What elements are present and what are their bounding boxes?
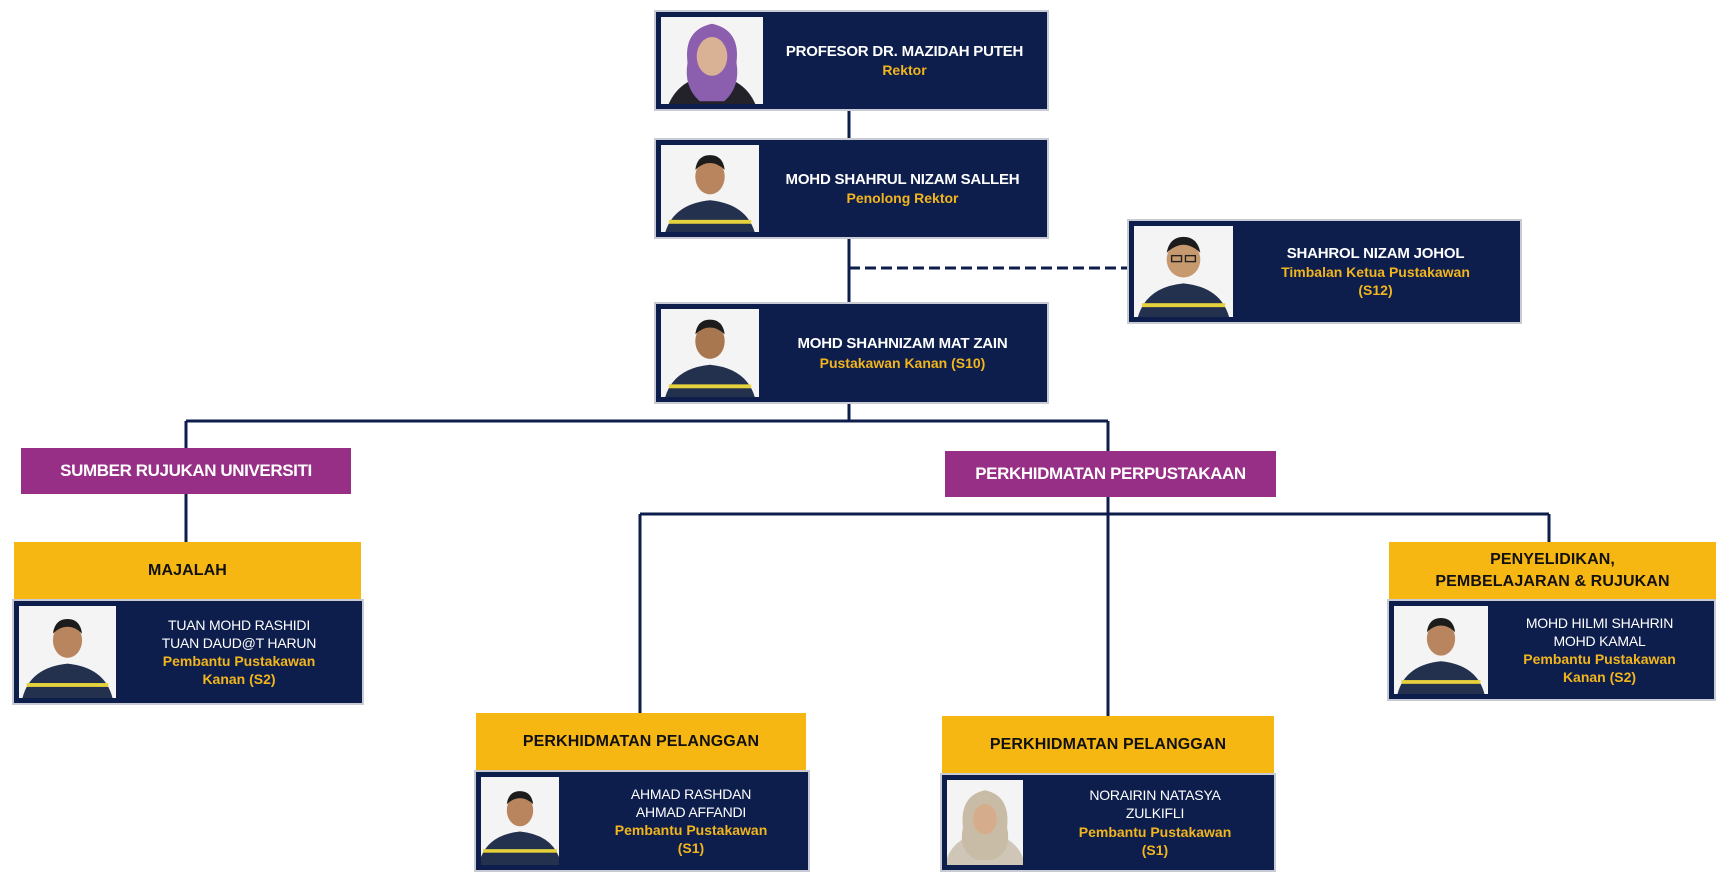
person-name-line-1: NORAIRIN NATASYA bbox=[1089, 787, 1221, 804]
section-majalah: MAJALAH bbox=[14, 542, 361, 599]
person-name-line-1: AHMAD RASHDAN bbox=[630, 785, 752, 802]
person-role: Pembantu Pustakawan bbox=[162, 653, 316, 669]
card-penyelidikan-staff: MOHD HILMI SHAHRIN MOHD KAMAL Pembantu P… bbox=[1387, 599, 1716, 701]
card-rektor: PROFESOR DR. MAZIDAH PUTEH Rektor bbox=[654, 10, 1049, 111]
person-photo bbox=[1134, 226, 1233, 317]
card-timbalan-ketua-pustakawan: SHAHROL NIZAM JOHOL Timbalan Ketua Pusta… bbox=[1127, 219, 1522, 324]
person-role: Pembantu Pustakawan bbox=[614, 822, 768, 838]
card-pustakawan-kanan: MOHD SHAHNIZAM MAT ZAIN Pustakawan Kanan… bbox=[654, 302, 1049, 404]
person-name-line-2: ZULKIFLI bbox=[1125, 805, 1185, 822]
person-name: MOHD SHAHNIZAM MAT ZAIN bbox=[797, 335, 1008, 353]
card-pelanggan-staff-1: AHMAD RASHDAN AHMAD AFFANDI Pembantu Pus… bbox=[474, 770, 810, 872]
person-photo-hijab bbox=[661, 17, 763, 104]
person-photo bbox=[1394, 606, 1488, 694]
person-role: Penolong Rektor bbox=[846, 190, 959, 207]
person-name-line-2: AHMAD AFFANDI bbox=[635, 803, 747, 820]
person-role: Pustakawan Kanan (S10) bbox=[819, 354, 986, 371]
card-majalah-staff: TUAN MOHD RASHIDI TUAN DAUD@T HARUN Pemb… bbox=[12, 599, 364, 705]
section-title-line-2: PEMBELAJARAN & RUJUKAN bbox=[1435, 572, 1670, 590]
person-role: Pembantu Pustakawan bbox=[1078, 823, 1232, 840]
section-perkhidmatan-pelanggan-2: PERKHIDMATAN PELANGGAN bbox=[942, 716, 1274, 773]
person-grade: Kanan (S2) bbox=[202, 671, 276, 688]
person-role: Rektor bbox=[882, 62, 927, 79]
person-name-line-2: TUAN DAUD@T HARUN bbox=[161, 634, 317, 651]
person-name: SHAHROL NIZAM JOHOL bbox=[1286, 244, 1465, 262]
person-name: PROFESOR DR. MAZIDAH PUTEH bbox=[785, 42, 1024, 60]
person-grade: (S1) bbox=[1141, 841, 1169, 858]
person-grade: (S1) bbox=[677, 840, 705, 857]
section-penyelidikan-pembelajaran-rujukan: PENYELIDIKAN, PEMBELAJARAN & RUJUKAN bbox=[1389, 542, 1716, 599]
person-photo-hijab bbox=[947, 780, 1023, 865]
person-photo bbox=[661, 309, 759, 397]
person-photo bbox=[661, 145, 759, 232]
person-name-line-1: MOHD HILMI SHAHRIN bbox=[1525, 614, 1674, 631]
unit-sumber-rujukan-universiti: SUMBER RUJUKAN UNIVERSITI bbox=[21, 448, 351, 494]
person-grade: Kanan (S2) bbox=[1562, 669, 1637, 686]
person-role: Pembantu Pustakawan bbox=[1523, 651, 1676, 667]
person-photo bbox=[19, 606, 116, 698]
person-name: MOHD SHAHRUL NIZAM SALLEH bbox=[785, 170, 1020, 188]
person-name-line-1: TUAN MOHD RASHIDI bbox=[167, 616, 311, 633]
person-grade: (S12) bbox=[1358, 282, 1393, 299]
card-penolong-rektor: MOHD SHAHRUL NIZAM SALLEH Penolong Rekto… bbox=[654, 138, 1049, 239]
section-title-line-1: PENYELIDIKAN, bbox=[1490, 550, 1615, 568]
person-name-line-2: MOHD KAMAL bbox=[1553, 632, 1646, 649]
person-photo bbox=[481, 777, 559, 865]
section-perkhidmatan-pelanggan-1: PERKHIDMATAN PELANGGAN bbox=[476, 713, 806, 770]
card-pelanggan-staff-2: NORAIRIN NATASYA ZULKIFLI Pembantu Pusta… bbox=[940, 773, 1276, 872]
person-role: Timbalan Ketua Pustakawan bbox=[1281, 264, 1470, 281]
unit-perkhidmatan-perpustakaan: PERKHIDMATAN PERPUSTAKAAN bbox=[945, 451, 1276, 497]
